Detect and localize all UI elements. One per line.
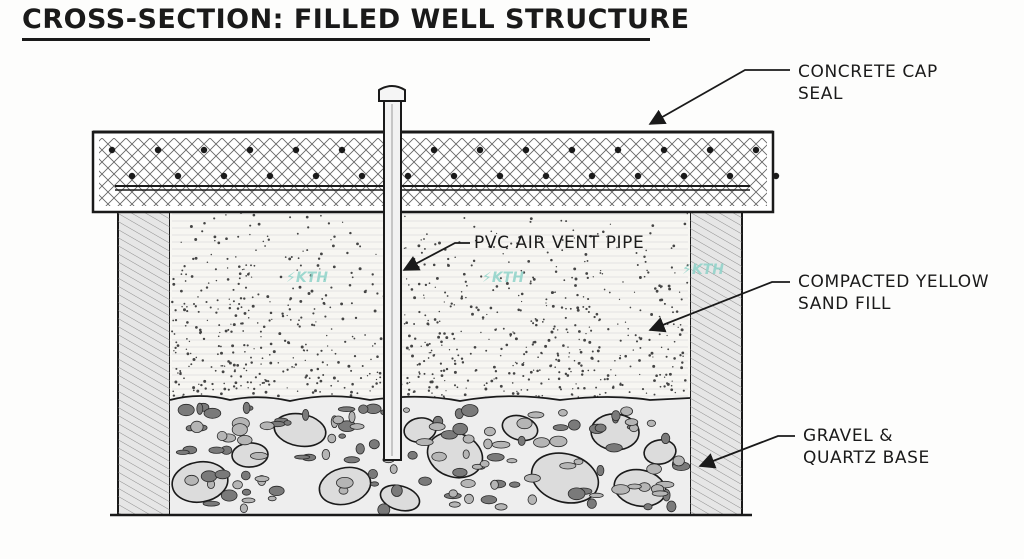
watermark-logo: ⚡KTH <box>286 270 328 286</box>
label-gravel-base-line2: QUARTZ BASE <box>803 448 930 468</box>
label-sand-fill: COMPACTED YELLOW SAND FILL <box>798 271 989 315</box>
label-concrete-cap-line2: SEAL <box>798 84 844 104</box>
gravel-arrow <box>698 435 795 469</box>
sand-arrow <box>648 281 790 333</box>
pvc-pipe <box>378 85 406 461</box>
label-pvc-pipe: PVC AIR VENT PIPE <box>474 233 645 253</box>
label-sand-fill-line1: COMPACTED YELLOW <box>798 272 990 292</box>
title-underline <box>22 38 650 41</box>
sand-fill <box>170 190 690 402</box>
label-concrete-cap-line1: CONCRETE CAP <box>798 62 938 82</box>
watermark-logo: ⚡KTH <box>682 262 724 278</box>
label-gravel-base: GRAVEL & QUARTZ BASE <box>803 425 930 469</box>
label-concrete-cap: CONCRETE CAP SEAL <box>798 61 938 105</box>
diagram-title: CROSS-SECTION: FILLED WELL STRUCTURE <box>22 4 690 35</box>
pipe-arrow <box>402 242 470 271</box>
watermark-logo: ⚡KTH <box>482 270 524 286</box>
cap-arrow <box>648 69 790 125</box>
label-sand-fill-line2: SAND FILL <box>798 294 892 314</box>
label-gravel-base-line1: GRAVEL & <box>803 426 894 446</box>
